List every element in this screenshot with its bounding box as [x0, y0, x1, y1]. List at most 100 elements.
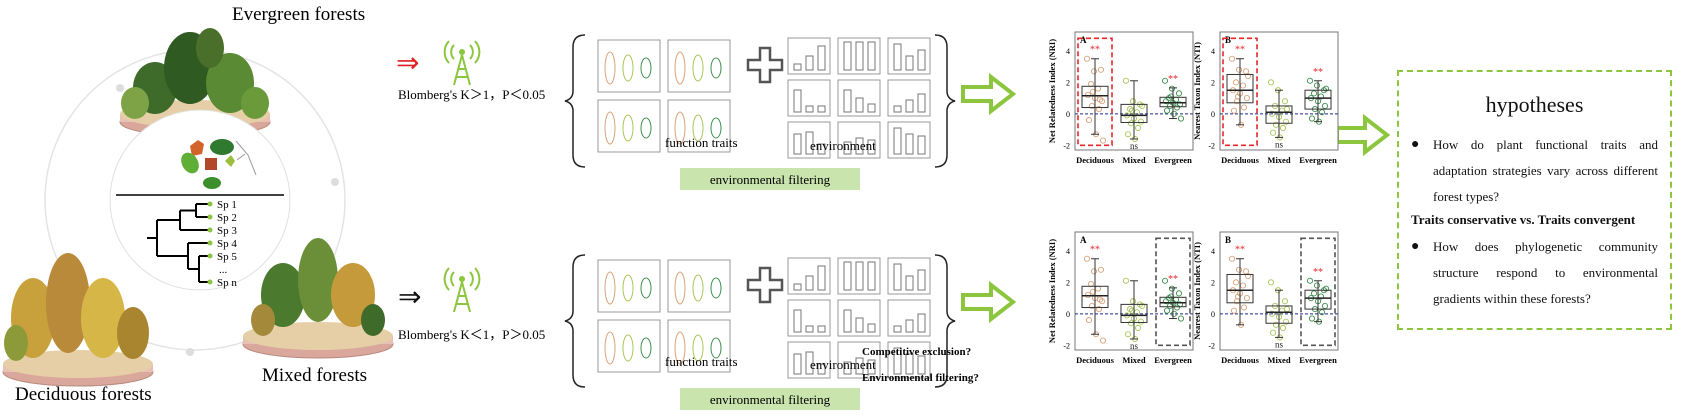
bar: [793, 309, 802, 333]
hypothesis-1: How do plant functional traits and adapt…: [1433, 137, 1658, 204]
bar: [867, 261, 876, 291]
data-point: [1096, 296, 1104, 303]
data-point: [1269, 329, 1277, 336]
y-tick-label: 0: [1066, 310, 1070, 319]
violin-shape: [640, 57, 652, 79]
bar: [793, 353, 802, 375]
y-tick-label: -2: [1208, 141, 1215, 150]
hypotheses-title: hypotheses: [1485, 92, 1584, 117]
environment-bar-thumbnail: [787, 341, 831, 379]
green-arrow-icon: [1335, 116, 1389, 154]
violin-shape: [692, 114, 704, 142]
data-point: [1134, 124, 1142, 132]
bar: [855, 317, 864, 333]
environment-bar-thumbnail: [887, 37, 931, 75]
green-arrow-icon: [961, 75, 1015, 113]
thumbnail-frame: [667, 99, 731, 153]
box: [1304, 89, 1332, 110]
species-label: Sp 5: [217, 251, 237, 263]
data-point: [1308, 315, 1316, 322]
data-point: [1129, 98, 1137, 105]
bar: [843, 41, 852, 71]
violin-shape: [710, 337, 722, 359]
bar: [905, 275, 914, 291]
bar: [843, 309, 852, 333]
y-tick-label: -2: [1063, 141, 1070, 150]
data-point: [1269, 129, 1277, 136]
bar: [893, 105, 902, 113]
environment-bar-thumbnail: [787, 79, 831, 117]
bar: [893, 127, 902, 155]
data-point: [1318, 109, 1326, 116]
significance-label: ns: [1275, 139, 1284, 149]
evergreen-forest-illustration: [119, 28, 271, 137]
data-point: [1235, 66, 1243, 73]
bar: [817, 45, 826, 71]
data-point: [1279, 124, 1287, 132]
panel-label: A: [1080, 35, 1087, 45]
y-tick-label: 0: [1066, 110, 1070, 119]
y-tick-label: -2: [1063, 341, 1070, 350]
data-point: [1168, 85, 1176, 92]
data-point: [1244, 73, 1252, 80]
y-axis-label: Nearest Taxon Index (NTI): [1192, 242, 1202, 340]
data-point: [1095, 106, 1103, 113]
y-tick-label: 2: [1066, 78, 1070, 87]
curly-brace: [934, 254, 956, 388]
violin-shape: [692, 334, 704, 362]
data-point: [1170, 110, 1178, 117]
data-point: [1306, 77, 1314, 84]
data-point: [1137, 118, 1145, 125]
bar: [805, 325, 814, 333]
bar: [843, 261, 852, 291]
bar: [893, 347, 902, 375]
significance-label: ns: [1130, 141, 1139, 151]
data-point: [1244, 273, 1252, 280]
category-label: Mixed: [1122, 155, 1145, 165]
data-point: [1175, 290, 1183, 297]
bar: [893, 325, 902, 333]
category-label: Deciduous: [1076, 155, 1114, 165]
data-point: [1313, 282, 1321, 289]
bar: [867, 323, 876, 333]
data-point: [1137, 318, 1145, 325]
mixed-forest-illustration: [242, 238, 394, 359]
mixed-forests-label: Mixed forests: [262, 365, 367, 386]
question-competitive-exclusion: Competitive exclusion?: [862, 346, 971, 358]
thumbnail-panels: [564, 34, 956, 388]
violin-shape: [692, 274, 704, 302]
environment-label: environment: [810, 138, 876, 153]
bar: [867, 103, 876, 113]
y-tick-label: 4: [1211, 47, 1215, 56]
blomberg-k-bottom: Blomberg's K＜1，P＞0.05: [398, 327, 545, 342]
data-point: [1099, 137, 1107, 144]
trait-violin-thumbnail: [667, 99, 731, 153]
significance-label: **: [1235, 245, 1245, 256]
y-tick-label: -2: [1208, 341, 1215, 350]
y-tick-label: 4: [1066, 47, 1070, 56]
data-point: [1310, 90, 1318, 97]
data-point: [1318, 309, 1326, 316]
data-point: [1122, 277, 1130, 284]
violin-shape: [674, 51, 686, 85]
data-point: [1308, 115, 1316, 122]
deciduous-forest-illustration: [2, 253, 154, 387]
data-point: [1083, 55, 1091, 62]
data-point: [1163, 107, 1171, 114]
environment-bar-thumbnail: [887, 257, 931, 295]
environment-bar-thumbnail: [887, 341, 931, 379]
box: [1081, 285, 1109, 309]
environment-bar-thumbnail: [887, 79, 931, 117]
environment-bar-thumbnail: [837, 341, 881, 379]
category-label: Mixed: [1267, 355, 1290, 365]
curly-brace: [564, 34, 586, 168]
significance-label: **: [1090, 45, 1100, 56]
environmental-filtering-label: environmental filtering: [710, 392, 831, 407]
traits-phylogeny-circle: Sp 1 Sp 2 Sp 3 Sp 4 Sp 5 ... Sp n: [109, 109, 291, 291]
bar: [793, 63, 802, 71]
trait-violin-thumbnail: [597, 319, 661, 373]
violin-shape: [640, 277, 652, 299]
